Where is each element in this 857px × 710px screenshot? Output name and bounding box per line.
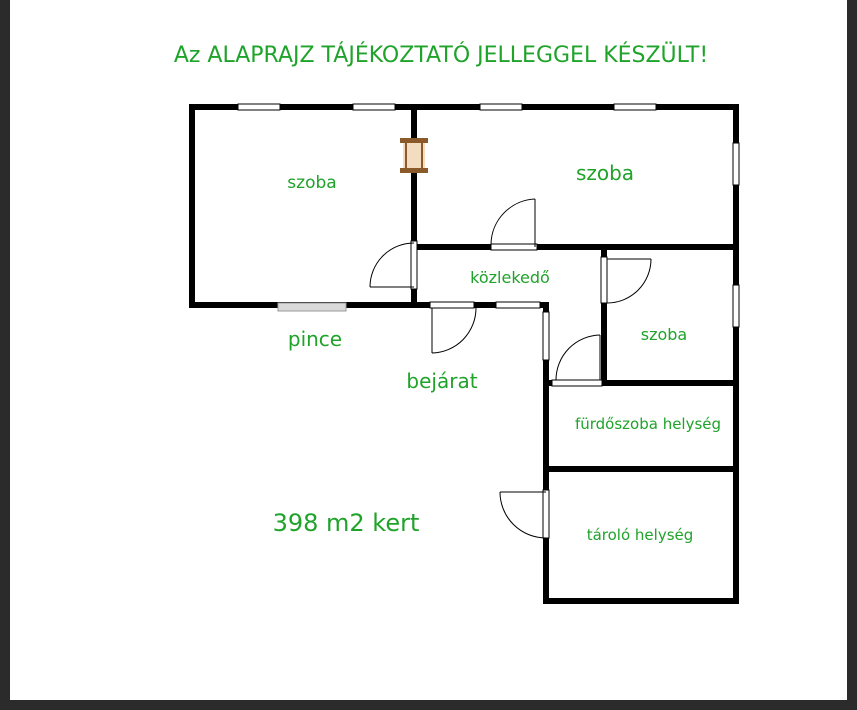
label-corridor: közlekedő (470, 268, 550, 287)
window-right-2 (732, 284, 740, 328)
label-bathroom: fürdőszoba helység (575, 415, 721, 433)
door-storage (499, 489, 550, 539)
windows (237, 103, 740, 328)
label-room-top-left: szoba (287, 173, 336, 193)
door-bathroom (551, 334, 603, 387)
door-small-room (600, 256, 652, 304)
label-room-top-right: szoba (576, 161, 634, 185)
label-storage: tároló helység (587, 526, 694, 544)
floorplan-frame: Az ALAPRAJZ TÁJÉKOZTATÓ JELLEGGEL KÉSZÜL… (10, 0, 847, 700)
window-right-1 (732, 142, 740, 186)
label-entrance: bejárat (406, 369, 477, 393)
door-entrance (431, 307, 477, 354)
window-top-4 (613, 103, 657, 111)
label-garden: 398 m2 kert (273, 509, 420, 537)
window-top-1 (237, 103, 281, 111)
door-top-right-room (490, 198, 538, 251)
window-top-2 (352, 103, 396, 111)
door-corridor-gap-2 (495, 301, 541, 309)
label-room-small: szoba (641, 325, 687, 344)
label-cellar: pince (288, 327, 342, 351)
door-top-left-room (369, 240, 418, 290)
floorplan-diagram: Az ALAPRAJZ TÁJÉKOZTATÓ JELLEGGEL KÉSZÜL… (174, 42, 740, 604)
door-corridor-gap-1 (429, 301, 475, 309)
outer-wall (189, 104, 739, 604)
window-cellar (277, 302, 347, 312)
chimney (400, 138, 428, 173)
doors (369, 198, 652, 539)
door-corridor-side (542, 311, 550, 361)
window-top-3 (479, 103, 523, 111)
plan-title: Az ALAPRAJZ TÁJÉKOZTATÓ JELLEGGEL KÉSZÜL… (174, 42, 708, 68)
